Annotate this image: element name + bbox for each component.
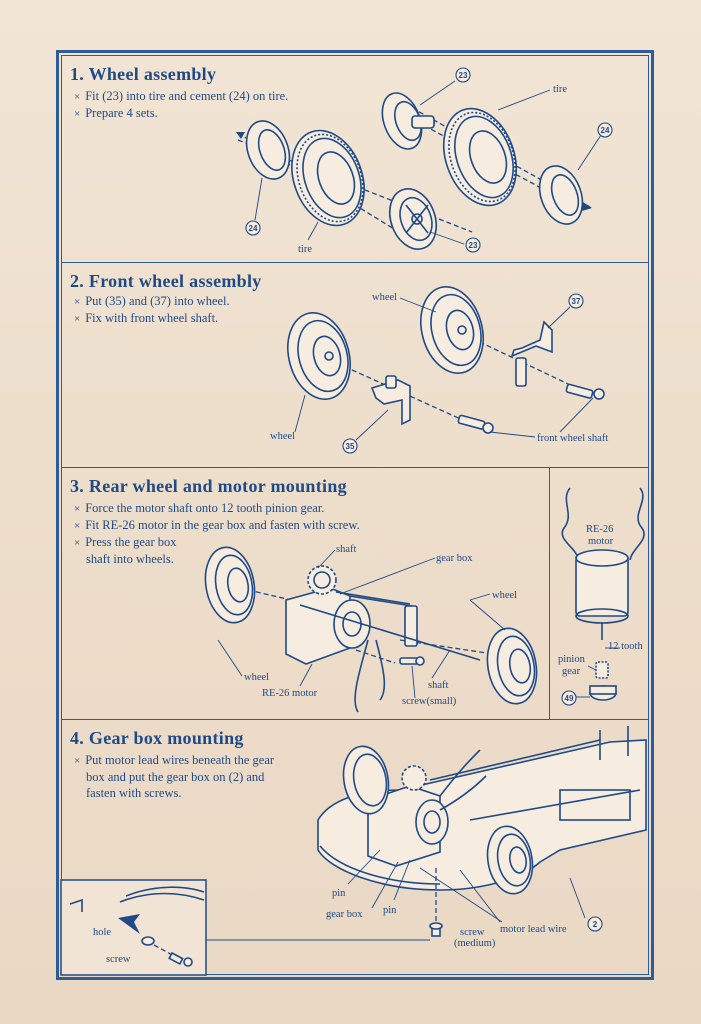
svg-text:35: 35 — [346, 442, 355, 451]
pinion-label: pinion — [558, 654, 586, 665]
gear-label: gear — [562, 666, 581, 677]
svg-text:2: 2 — [593, 920, 598, 929]
instruction-line: Fit (23) into tire and cement (24) on ti… — [74, 88, 288, 105]
instruction-line: fasten with screws. — [86, 786, 182, 800]
instruction-line: Force the motor shaft onto 12 tooth pini… — [74, 500, 360, 517]
section-divider — [61, 262, 649, 263]
screw-small-label: screw(small) — [402, 696, 457, 707]
section-3-title: 3. Rear wheel and motor mounting — [70, 476, 347, 496]
part-number-badge: 24 — [245, 220, 261, 236]
instruction-line: Fix with front wheel shaft. — [74, 310, 230, 327]
section-divider — [61, 719, 649, 720]
svg-text:23: 23 — [469, 241, 478, 250]
medium-label: (medium) — [454, 938, 496, 949]
section-3-instructions: Force the motor shaft onto 12 tooth pini… — [74, 500, 360, 567]
section-1-title: 1. Wheel assembly — [70, 64, 217, 84]
tire-label: tire — [553, 84, 567, 95]
instruction-line: Prepare 4 sets. — [74, 105, 288, 122]
svg-text:24: 24 — [601, 126, 610, 135]
wheel-label: wheel — [372, 292, 397, 303]
motor-panel-divider — [549, 467, 550, 719]
section-4-title: 4. Gear box mounting — [70, 728, 244, 748]
gear-box-mounting-diagram: pin gear box pin screw (medium) motor le… — [317, 726, 647, 949]
gear-box-label: gear box — [436, 553, 473, 564]
re26-label: RE-26 — [586, 524, 613, 535]
gear-box-label: gear box — [326, 909, 363, 920]
page-frame — [56, 50, 654, 980]
wheel-label: wheel — [244, 672, 269, 683]
motor-pinion-detail: RE-26 motor 12 tooth pinion gear 49 — [558, 487, 645, 706]
page-inner-frame — [61, 55, 649, 975]
section-1-instructions: Fit (23) into tire and cement (24) on ti… — [74, 88, 288, 122]
wheel-label: wheel — [492, 590, 517, 601]
rear-wheel-motor-diagram: shaft gear box wheel wheel RE-26 motor s… — [204, 544, 538, 713]
part-number-badge: 24 — [597, 122, 613, 138]
front-wheel-assembly-diagram: 37 35 wheel wheel front wheel shaft — [270, 285, 608, 454]
svg-text:23: 23 — [459, 71, 468, 80]
part-number-badge: 37 — [568, 293, 584, 309]
part-number-badge: 23 — [455, 67, 471, 83]
shaft-label: shaft — [428, 680, 448, 691]
pin-label: pin — [383, 905, 397, 916]
instruction-line: box and put the gear box on (2) and — [86, 770, 265, 784]
front-wheel-shaft-label: front wheel shaft — [537, 433, 608, 444]
instruction-line: shaft into wheels. — [86, 552, 174, 566]
svg-text:24: 24 — [249, 224, 258, 233]
re26-motor-label: RE-26 motor — [262, 688, 318, 699]
instruction-line: Press the gear box — [74, 534, 360, 551]
instruction-line: Put motor lead wires beneath the gear — [74, 752, 274, 769]
twelve-tooth-label: 12 tooth — [608, 641, 643, 652]
motor-label: motor — [588, 536, 614, 547]
instruction-line: Put (35) and (37) into wheel. — [74, 293, 229, 310]
screw-label: screw — [460, 927, 485, 938]
section-2-title: 2. Front wheel assembly — [70, 271, 262, 291]
section-divider — [61, 467, 649, 468]
section-4-instructions: Put motor lead wires beneath the gear bo… — [74, 752, 274, 801]
part-number-badge: 23 — [465, 237, 481, 253]
part-number-badge: 2 — [587, 916, 603, 932]
tire-label: tire — [298, 244, 312, 255]
pin-label: pin — [332, 888, 346, 899]
shaft-label: shaft — [336, 544, 356, 555]
screw-hole-inset: hole screw — [60, 879, 430, 976]
instruction-line: Fit RE-26 motor in the gear box and fast… — [74, 517, 359, 534]
hole-label: hole — [93, 927, 111, 938]
part-number-badge: 35 — [342, 438, 358, 454]
motor-lead-wire-label: motor lead wire — [500, 924, 567, 935]
wheel-label: wheel — [270, 431, 295, 442]
part-number-badge: 49 — [561, 690, 577, 706]
screw-label: screw — [106, 954, 131, 965]
svg-text:49: 49 — [565, 694, 574, 703]
wheel-assembly-diagram: 23 24 24 23 tire tire — [236, 67, 613, 255]
svg-text:37: 37 — [572, 297, 581, 306]
section-2-instructions: Put (35) and (37) into wheel. Fix with f… — [74, 293, 230, 327]
